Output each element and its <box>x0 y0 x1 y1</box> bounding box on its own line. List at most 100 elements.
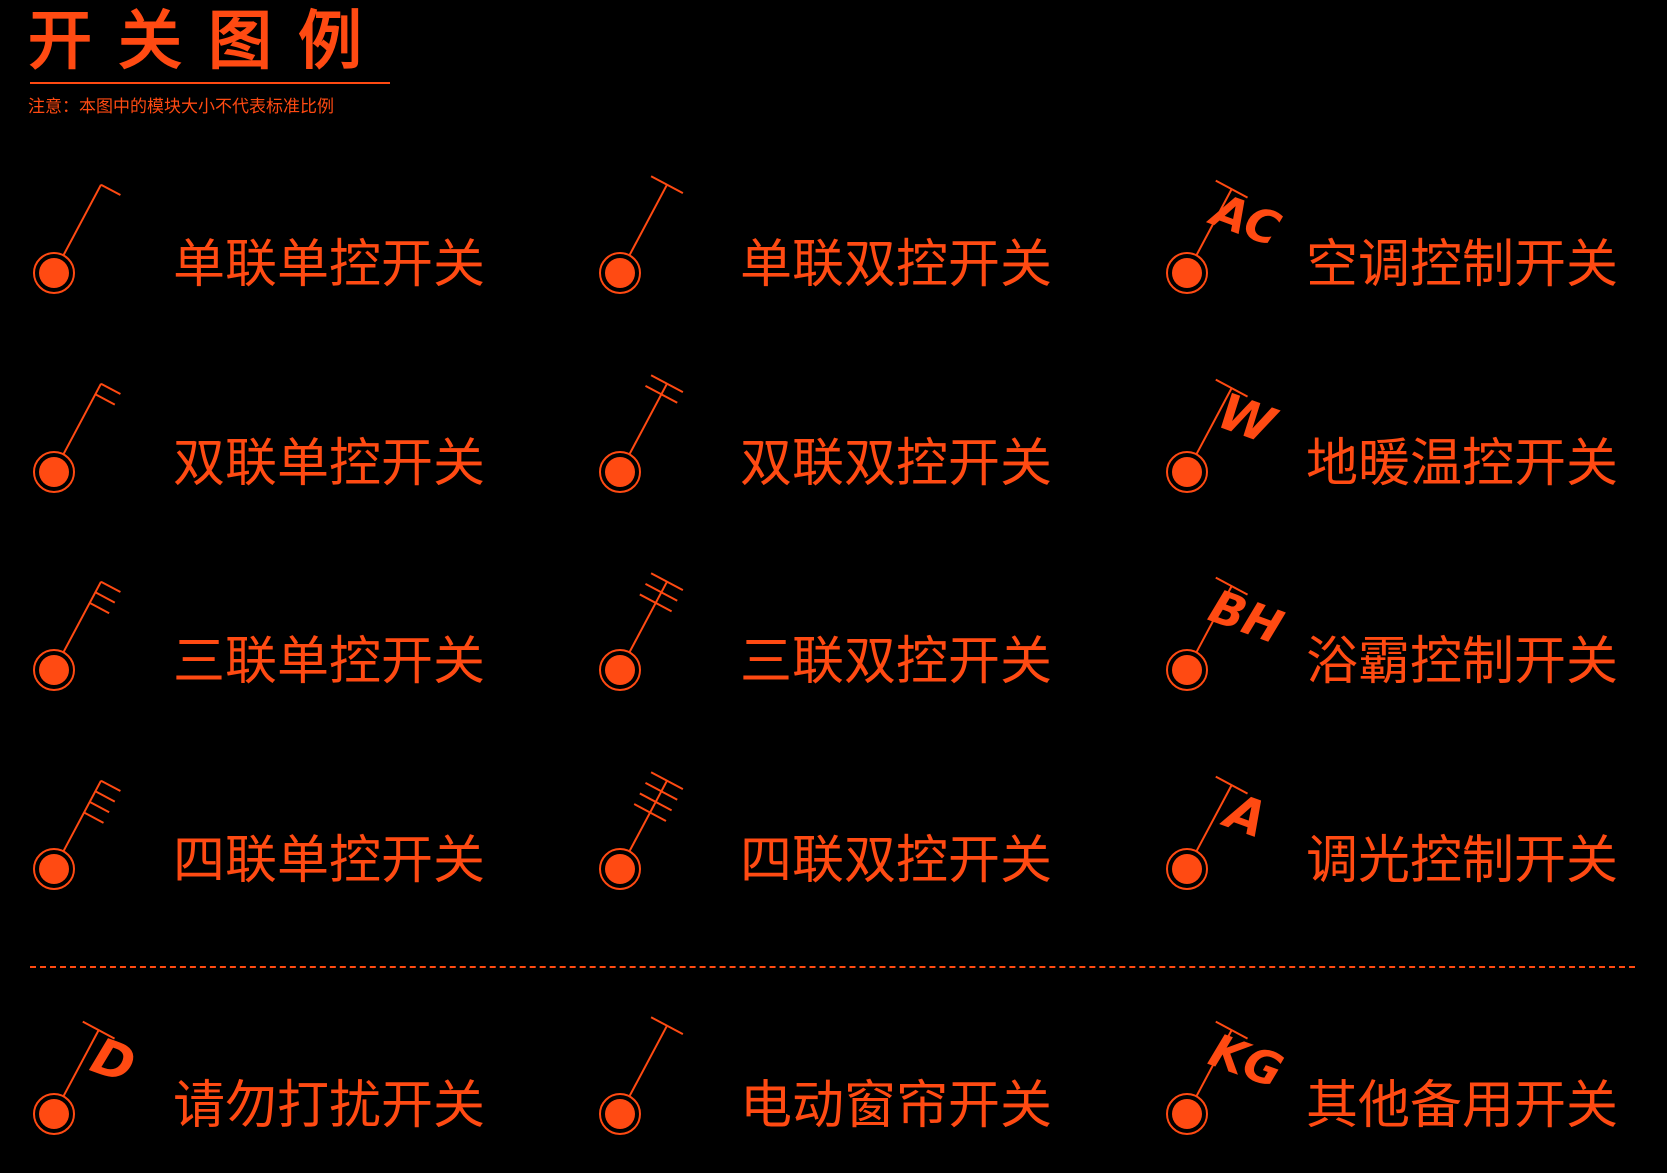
switch-dot-ring <box>1166 848 1208 890</box>
switch-dot-ring <box>1166 451 1208 493</box>
switch-symbol-quad-gang-single-control <box>33 779 121 890</box>
switch-tick <box>644 384 678 404</box>
switch-tick <box>100 183 121 196</box>
switch-tick <box>650 572 684 592</box>
switch-dot-ring <box>33 451 75 493</box>
switch-dot-ring <box>33 252 75 294</box>
switch-label-bath-heater-control: 浴霸控制开关 <box>1306 632 1619 692</box>
switch-dot-ring <box>599 1093 641 1135</box>
switch-tick <box>650 374 684 394</box>
switch-dot <box>39 258 69 288</box>
switch-symbol-double-gang-single-control <box>33 382 121 493</box>
switch-tick <box>650 1016 684 1036</box>
switch-tick <box>100 779 121 792</box>
switch-tick <box>644 781 678 801</box>
switch-tick <box>644 582 678 602</box>
switch-symbol-electric-curtain <box>599 1016 684 1135</box>
switch-label-triple-gang-single-control: 三联单控开关 <box>173 632 486 692</box>
switch-lever <box>1195 188 1233 256</box>
page-title: 开关图例 <box>28 5 388 79</box>
switch-dot-ring <box>1166 649 1208 691</box>
switch-dot <box>39 854 69 884</box>
switch-label-single-gang-double-control: 单联双控开关 <box>740 235 1053 295</box>
switch-tick <box>89 801 110 814</box>
switch-dot <box>1172 258 1202 288</box>
switch-lever <box>628 184 668 256</box>
switch-symbol-triple-gang-single-control <box>33 580 121 691</box>
switch-tick <box>94 393 116 406</box>
switch-tick <box>94 591 116 604</box>
switch-label-quad-gang-double-control: 四联双控开关 <box>740 831 1053 891</box>
switch-symbol-single-gang-single-control <box>33 183 121 294</box>
switch-dot <box>605 854 635 884</box>
switch-dot <box>605 258 635 288</box>
switch-lever <box>62 1029 100 1097</box>
switch-label-ac-control: 空调控制开关 <box>1306 235 1619 295</box>
switch-symbol-dimmer-control: A <box>1166 775 1274 890</box>
switch-letter-code: A <box>1214 780 1274 849</box>
dashed-divider <box>30 966 1635 968</box>
switch-dot <box>1172 854 1202 884</box>
switch-lever <box>1195 1029 1233 1097</box>
switch-tick <box>639 593 673 613</box>
switch-lever <box>62 581 102 653</box>
switch-symbol-ac-control: AC <box>1166 179 1288 294</box>
switch-lever <box>1195 387 1233 455</box>
switch-lever <box>62 184 102 256</box>
switch-label-quad-gang-single-control: 四联单控开关 <box>173 831 486 891</box>
switch-letter-code: BH <box>1202 579 1290 655</box>
switch-dot-ring <box>33 848 75 890</box>
switch-tick <box>1215 775 1249 795</box>
switch-dot <box>39 457 69 487</box>
switch-tick <box>82 1020 116 1040</box>
switch-tick <box>1215 576 1249 596</box>
switch-letter-code: D <box>84 1026 143 1095</box>
switch-symbol-quad-gang-double-control <box>599 771 684 890</box>
switch-symbol-other-spare: KG <box>1166 1020 1290 1135</box>
switch-tick <box>89 602 110 615</box>
switch-symbol-triple-gang-double-control <box>599 572 684 691</box>
switch-lever <box>628 1025 668 1097</box>
switch-label-double-gang-double-control: 双联双控开关 <box>740 434 1053 494</box>
switch-tick <box>650 175 684 195</box>
switch-lever <box>62 780 102 852</box>
switch-dot-ring <box>599 451 641 493</box>
switch-dot <box>39 1099 69 1129</box>
switch-dot-ring <box>599 252 641 294</box>
switch-tick <box>1215 1020 1249 1040</box>
switch-tick <box>83 811 104 824</box>
switch-lever <box>628 581 668 653</box>
title-underline <box>30 82 390 84</box>
switch-dot <box>605 457 635 487</box>
switch-label-single-gang-single-control: 单联单控开关 <box>173 235 486 295</box>
switch-dot-ring <box>599 848 641 890</box>
switch-tick <box>1215 179 1249 199</box>
switch-symbol-single-gang-double-control <box>599 175 684 294</box>
switch-letter-code: W <box>1210 382 1284 456</box>
switch-symbol-double-gang-double-control <box>599 374 684 493</box>
switch-letter-code: AC <box>1202 182 1287 257</box>
switch-lever <box>62 383 102 455</box>
switch-lever <box>628 383 668 455</box>
switch-label-electric-curtain: 电动窗帘开关 <box>740 1076 1053 1136</box>
switch-dot <box>605 1099 635 1129</box>
switch-label-dimmer-control: 调光控制开关 <box>1306 831 1619 891</box>
switch-dot-ring <box>599 649 641 691</box>
switch-symbol-bath-heater-control: BH <box>1166 576 1290 691</box>
switch-tick <box>100 382 121 395</box>
switch-label-triple-gang-double-control: 三联双控开关 <box>740 632 1053 692</box>
switch-dot <box>1172 655 1202 685</box>
switch-tick <box>100 580 121 593</box>
switch-dot <box>605 655 635 685</box>
switch-letter-code: KG <box>1202 1023 1289 1099</box>
switch-symbol-floor-heating-control: W <box>1166 378 1285 493</box>
switch-dot <box>1172 457 1202 487</box>
switch-label-do-not-disturb: 请勿打扰开关 <box>173 1076 486 1136</box>
switch-label-other-spare: 其他备用开关 <box>1306 1076 1619 1136</box>
switch-lever <box>1195 784 1233 852</box>
switch-dot-ring <box>33 649 75 691</box>
switch-tick <box>633 803 667 822</box>
scale-note: 注意：本图中的模块大小不代表标准比例 <box>28 97 334 117</box>
